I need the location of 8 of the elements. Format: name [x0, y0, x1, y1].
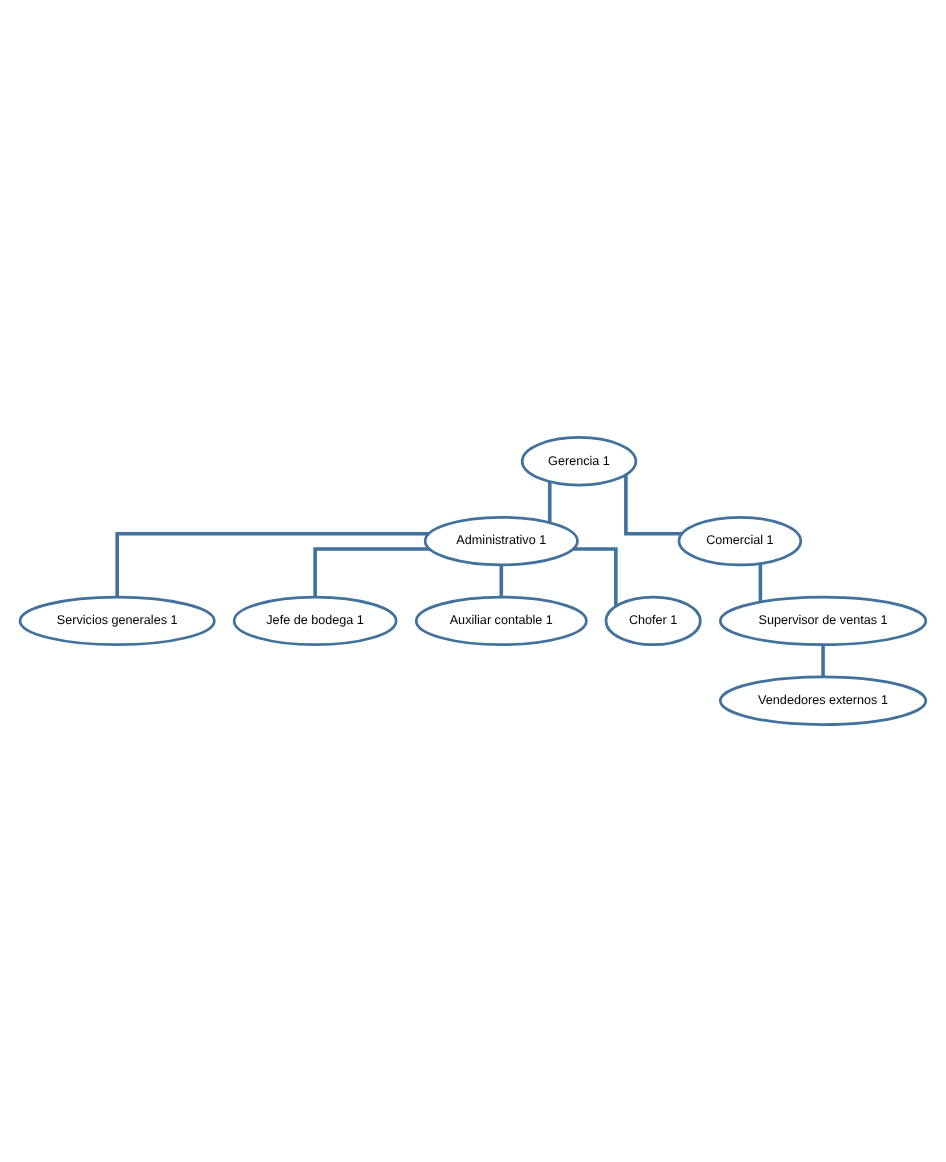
connector	[313, 547, 430, 597]
connector	[821, 644, 825, 678]
connector	[547, 481, 552, 523]
connector	[624, 474, 683, 536]
connector	[499, 565, 504, 598]
connector	[758, 563, 763, 602]
connector	[573, 547, 618, 607]
connector	[115, 531, 430, 598]
